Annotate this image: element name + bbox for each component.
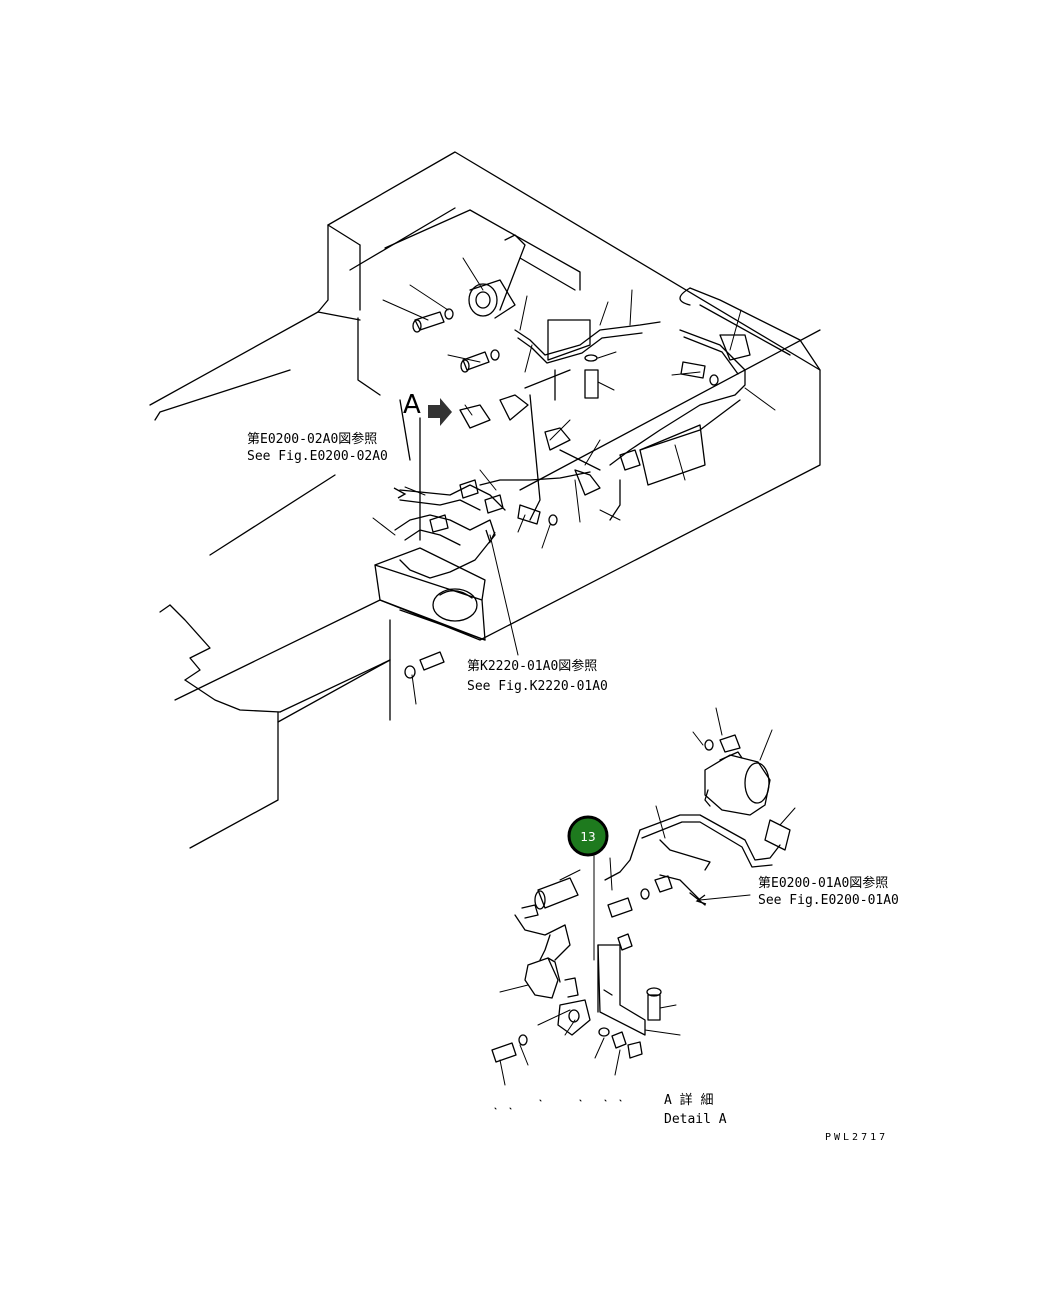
reference-arrows xyxy=(393,398,707,905)
marker-number: 13 xyxy=(580,830,595,844)
switch-assembly-top xyxy=(468,234,526,319)
drawing-code: PWL2717 xyxy=(825,1132,888,1143)
ref-e0200-02a0-en: See Fig.E0200-02A0 xyxy=(247,449,388,464)
pipes-upper xyxy=(394,319,751,579)
ref-e0200-02a0-jp: 第E0200-02A0図参照 xyxy=(247,431,377,447)
leader-lines-lower xyxy=(499,707,796,1086)
view-a-arrow xyxy=(428,398,452,426)
bolts-upper xyxy=(404,308,719,679)
ref-e0200-01a0-en: See Fig.E0200-01A0 xyxy=(758,893,899,908)
ref-k2220-01a0-jp: 第K2220-01A0図参照 xyxy=(467,658,597,674)
reservoir-tank xyxy=(374,547,486,641)
leader-lines-upper xyxy=(372,257,776,705)
ref-e0200-01a0-jp: 第E0200-01A0図参照 xyxy=(758,875,888,891)
view-letter-a: A xyxy=(403,390,421,420)
detail-a-assembly xyxy=(491,734,791,1063)
stray-marks xyxy=(494,1099,622,1110)
machine-frame xyxy=(149,151,821,849)
marker-circle xyxy=(567,815,609,857)
part-marker-13[interactable]: 13 xyxy=(567,815,609,857)
ref-k2220-01a0-en: See Fig.K2220-01A0 xyxy=(467,679,608,694)
detail-a-title-en: Detail A xyxy=(664,1112,727,1127)
detail-a-title-jp: A 詳 細 xyxy=(664,1092,713,1108)
